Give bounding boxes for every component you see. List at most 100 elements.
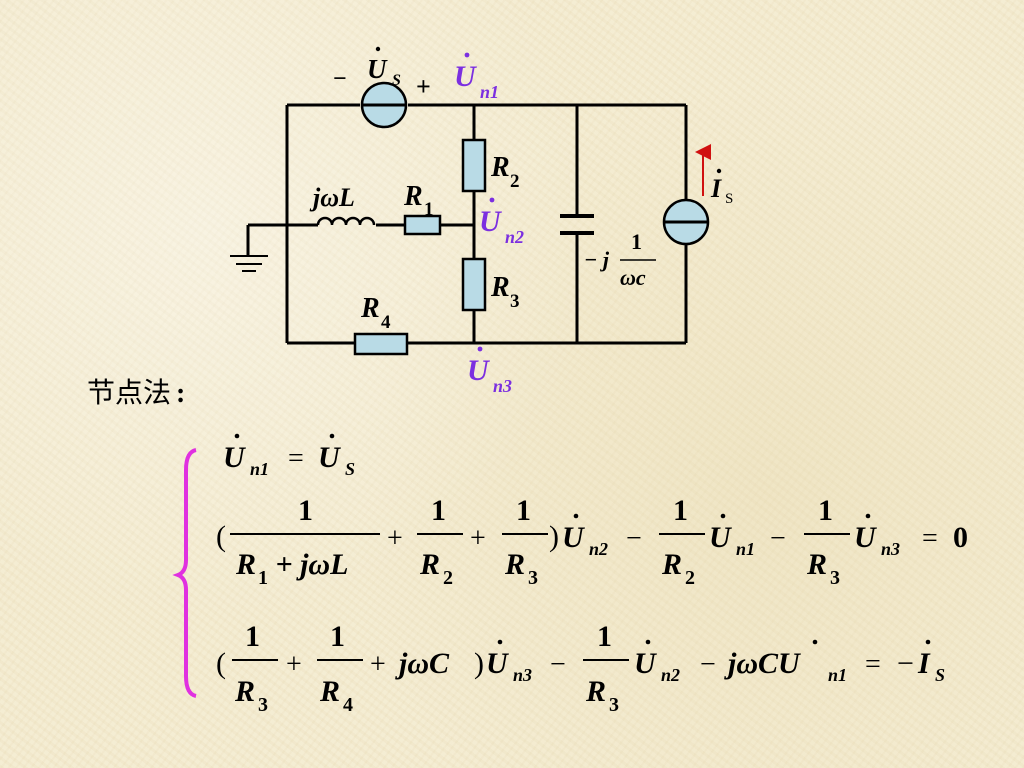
us-label-sub: S bbox=[392, 72, 401, 89]
us-dot bbox=[375, 46, 381, 52]
eq2-un2: U bbox=[562, 521, 585, 554]
eq3-t1-den-r: R bbox=[234, 675, 255, 708]
node-un3-sub: n3 bbox=[493, 376, 512, 396]
eq2-t2-num: 1 bbox=[431, 494, 446, 527]
resistor-r4 bbox=[353, 332, 409, 356]
node-un2-sub: n2 bbox=[505, 227, 524, 247]
node-un1-sub: n1 bbox=[480, 82, 499, 102]
capacitor-den: ωc bbox=[620, 265, 646, 290]
eq3-un3: U bbox=[486, 647, 509, 680]
r4-sub: 4 bbox=[381, 312, 391, 333]
us-minus-sign: − bbox=[333, 66, 347, 92]
eq1-rhs-dot bbox=[329, 433, 335, 439]
eq2-un3-sub: n3 bbox=[881, 539, 900, 559]
eq3-un1-sub: n1 bbox=[828, 665, 847, 685]
eq2-t4-den-sub: 2 bbox=[685, 567, 695, 589]
inductor-label: jωL bbox=[309, 183, 355, 212]
eq3-is-dot bbox=[925, 639, 931, 645]
resistor-r2 bbox=[461, 138, 487, 193]
eq2-t5-den-sub: 3 bbox=[830, 567, 840, 589]
eq3-jwc: jωC bbox=[395, 647, 450, 680]
is-sub: S bbox=[725, 191, 733, 207]
eq3-t1-num: 1 bbox=[245, 620, 260, 653]
circuit-components bbox=[353, 81, 710, 356]
node-un3-dot bbox=[477, 346, 483, 352]
capacitor-minus-j: − j bbox=[584, 247, 610, 272]
eq2-un3-dot bbox=[865, 513, 871, 519]
eq3-un3-dot bbox=[497, 639, 503, 645]
equations: U n1 = U S ( 1 R 1 + jωL + 1 R 2 + 1 bbox=[216, 433, 968, 716]
node-un2-label: U bbox=[479, 205, 502, 238]
circuit-labels: − U S + U n1 U n2 U n3 R 2 R 3 R 1 R 4 j… bbox=[309, 46, 733, 396]
eq3-un1-dot bbox=[812, 639, 818, 645]
capacitor-num: 1 bbox=[631, 229, 642, 254]
eq3-t2-den-sub: 4 bbox=[343, 694, 353, 716]
eq2-t1-num: 1 bbox=[298, 494, 313, 527]
method-label: 节点法 bbox=[87, 376, 171, 409]
eq2-minus-2: − bbox=[770, 523, 786, 554]
r3-sub: 3 bbox=[510, 291, 520, 312]
eq2-t2-den-r: R bbox=[419, 548, 440, 581]
eq2-t5-den-r: R bbox=[806, 548, 827, 581]
eq2-t1-den-rest: + jωL bbox=[268, 548, 348, 581]
us-plus-sign: + bbox=[416, 72, 431, 101]
eq3-minus-1: − bbox=[550, 649, 566, 680]
eq2-t4-num: 1 bbox=[673, 494, 688, 527]
eq3-un3-sub: n3 bbox=[513, 665, 532, 685]
eq2-plus-1: + bbox=[387, 523, 403, 554]
method-colon: : bbox=[176, 378, 185, 409]
eq2-un1-dot bbox=[720, 513, 726, 519]
eq3-t1-den-sub: 3 bbox=[258, 694, 268, 716]
eq3-t3-num: 1 bbox=[597, 620, 612, 653]
r4-label: R bbox=[360, 293, 380, 324]
eq3-un2: U bbox=[634, 647, 657, 680]
eq3-un2-dot bbox=[645, 639, 651, 645]
node-un2-dot bbox=[489, 197, 495, 203]
eq1-lhs: U bbox=[223, 441, 246, 474]
eq2-un1: U bbox=[709, 521, 732, 554]
eq2-minus-1: − bbox=[626, 523, 642, 554]
eq3-t2-num: 1 bbox=[330, 620, 345, 653]
eq3-jwcu: jωCU bbox=[724, 647, 801, 680]
r1-label: R bbox=[403, 181, 423, 212]
eq2-t1-den-sub: 1 bbox=[258, 567, 268, 589]
eq2-t3-den-r: R bbox=[504, 548, 525, 581]
node-un3-label: U bbox=[467, 354, 490, 387]
equation-brace bbox=[172, 448, 197, 698]
is-label: I bbox=[710, 174, 722, 203]
eq2-equals: = bbox=[922, 523, 938, 554]
r2-sub: 2 bbox=[510, 171, 520, 192]
eq2-open-paren: ( bbox=[216, 520, 226, 553]
eq1-equals: = bbox=[288, 443, 304, 474]
node-un1-dot bbox=[464, 52, 470, 58]
eq2-t1-den-r: R bbox=[235, 548, 256, 581]
eq3-un2-sub: n2 bbox=[661, 665, 680, 685]
resistor-r1 bbox=[403, 214, 442, 236]
node-un1-label: U bbox=[454, 60, 477, 93]
eq3-equals: = bbox=[865, 649, 881, 680]
eq3-is: I bbox=[917, 647, 931, 680]
eq1-rhs-sub: S bbox=[345, 459, 355, 479]
eq3-minus-2: − bbox=[700, 649, 716, 680]
eq1-rhs: U bbox=[318, 441, 341, 474]
us-label: U bbox=[367, 54, 388, 84]
eq1-lhs-sub: n1 bbox=[250, 459, 269, 479]
is-dot bbox=[716, 168, 722, 174]
eq2-close-paren: ) bbox=[549, 520, 559, 553]
circuit-diagram bbox=[230, 103, 688, 345]
eq2-plus-2: + bbox=[470, 523, 486, 554]
r2-label: R bbox=[490, 152, 510, 183]
eq2-un2-sub: n2 bbox=[589, 539, 608, 559]
eq3-t3-den-r: R bbox=[585, 675, 606, 708]
eq2-t2-den-sub: 2 bbox=[443, 567, 453, 589]
eq2-t3-den-sub: 3 bbox=[528, 567, 538, 589]
equation-2: ( 1 R 1 + jωL + 1 R 2 + 1 R 3 ) U n2 − bbox=[216, 494, 968, 589]
eq3-neg: − bbox=[897, 647, 914, 680]
eq2-un3: U bbox=[854, 521, 877, 554]
eq2-zero: 0 bbox=[953, 521, 968, 554]
equation-1: U n1 = U S bbox=[223, 433, 355, 479]
r1-sub: 1 bbox=[424, 199, 434, 220]
eq3-open-paren: ( bbox=[216, 647, 226, 680]
eq3-plus-2: + bbox=[370, 649, 386, 680]
